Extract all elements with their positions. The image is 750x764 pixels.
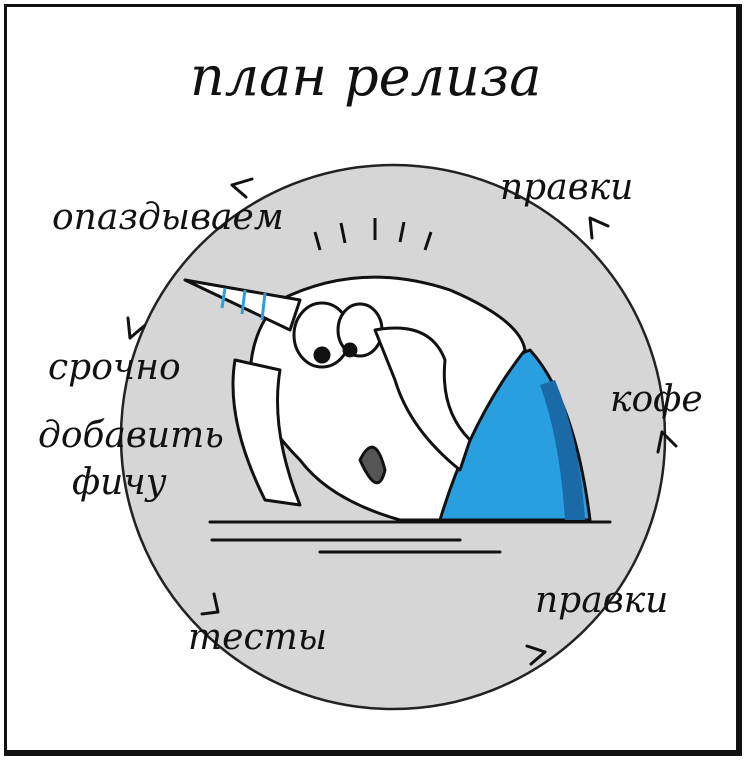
cycle-arrows: [126, 177, 678, 666]
step-fixes-2: правки: [500, 167, 634, 208]
desk-lines: [208, 520, 612, 554]
step-fixes-1: правки: [535, 580, 669, 621]
page-title: план релиза: [190, 45, 542, 108]
comic-frame: [4, 4, 742, 756]
step-urgent: срочно: [48, 347, 181, 388]
arrow-head-top-right: [588, 216, 610, 240]
arrow-head-top-left: [230, 177, 254, 199]
arrow-head-bottom-left: [200, 592, 220, 616]
step-feature: фичу: [72, 462, 167, 503]
step-coffee: кофе: [610, 379, 703, 420]
step-tests: тесты: [188, 617, 328, 658]
arm-right: [373, 326, 472, 472]
arrow-head-right: [656, 430, 678, 454]
arrow-head-left: [126, 316, 146, 340]
arm-left: [231, 358, 302, 507]
step-add: добавить: [38, 415, 224, 456]
mouth: [358, 445, 387, 485]
unicorn: [183, 218, 592, 522]
arrow-head-bottom-right: [525, 644, 547, 666]
step-late: опаздываем: [52, 197, 284, 238]
